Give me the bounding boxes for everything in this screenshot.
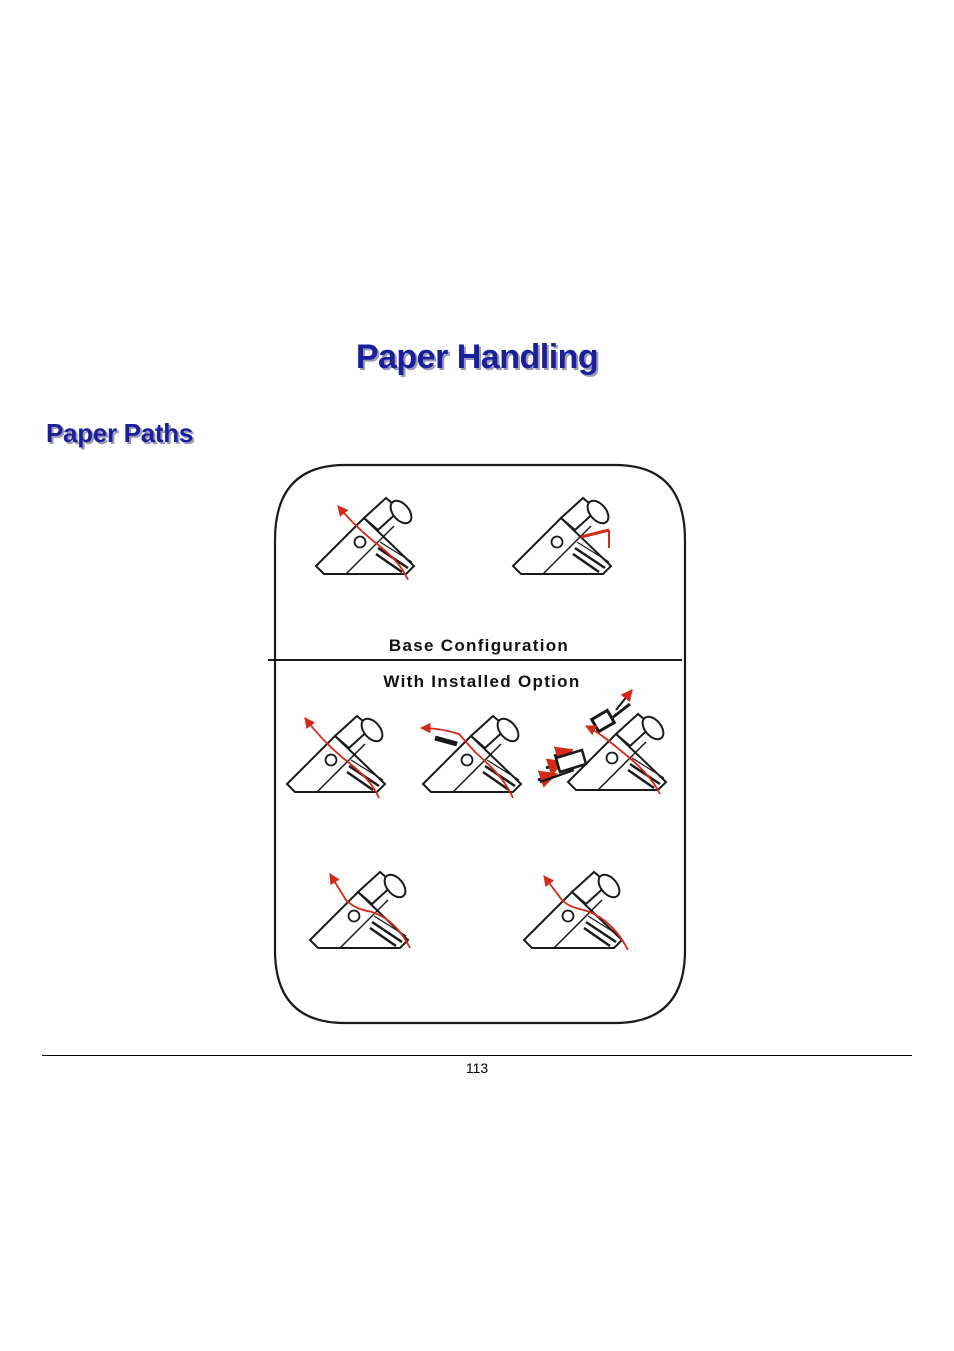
label-with-installed-option: With Installed Option	[383, 672, 580, 691]
label-base-configuration: Base Configuration	[389, 636, 569, 655]
printer-option-rear-feed	[285, 713, 388, 799]
printer-base-rear-feed	[314, 495, 417, 581]
page-title: Paper Handling	[355, 338, 599, 376]
printer-option-top-feed	[419, 713, 524, 799]
printer-option-bottom-feed-right	[522, 869, 629, 951]
section-title: Paper Paths	[46, 418, 193, 448]
printer-option-bottom-feed-left	[308, 869, 411, 950]
printer-base-front-feed	[511, 495, 614, 576]
printer-option-sheet-feeder	[537, 689, 669, 795]
page-number: 113	[465, 1060, 489, 1076]
figure-frame	[273, 463, 687, 1025]
footer-rule	[42, 1055, 912, 1056]
